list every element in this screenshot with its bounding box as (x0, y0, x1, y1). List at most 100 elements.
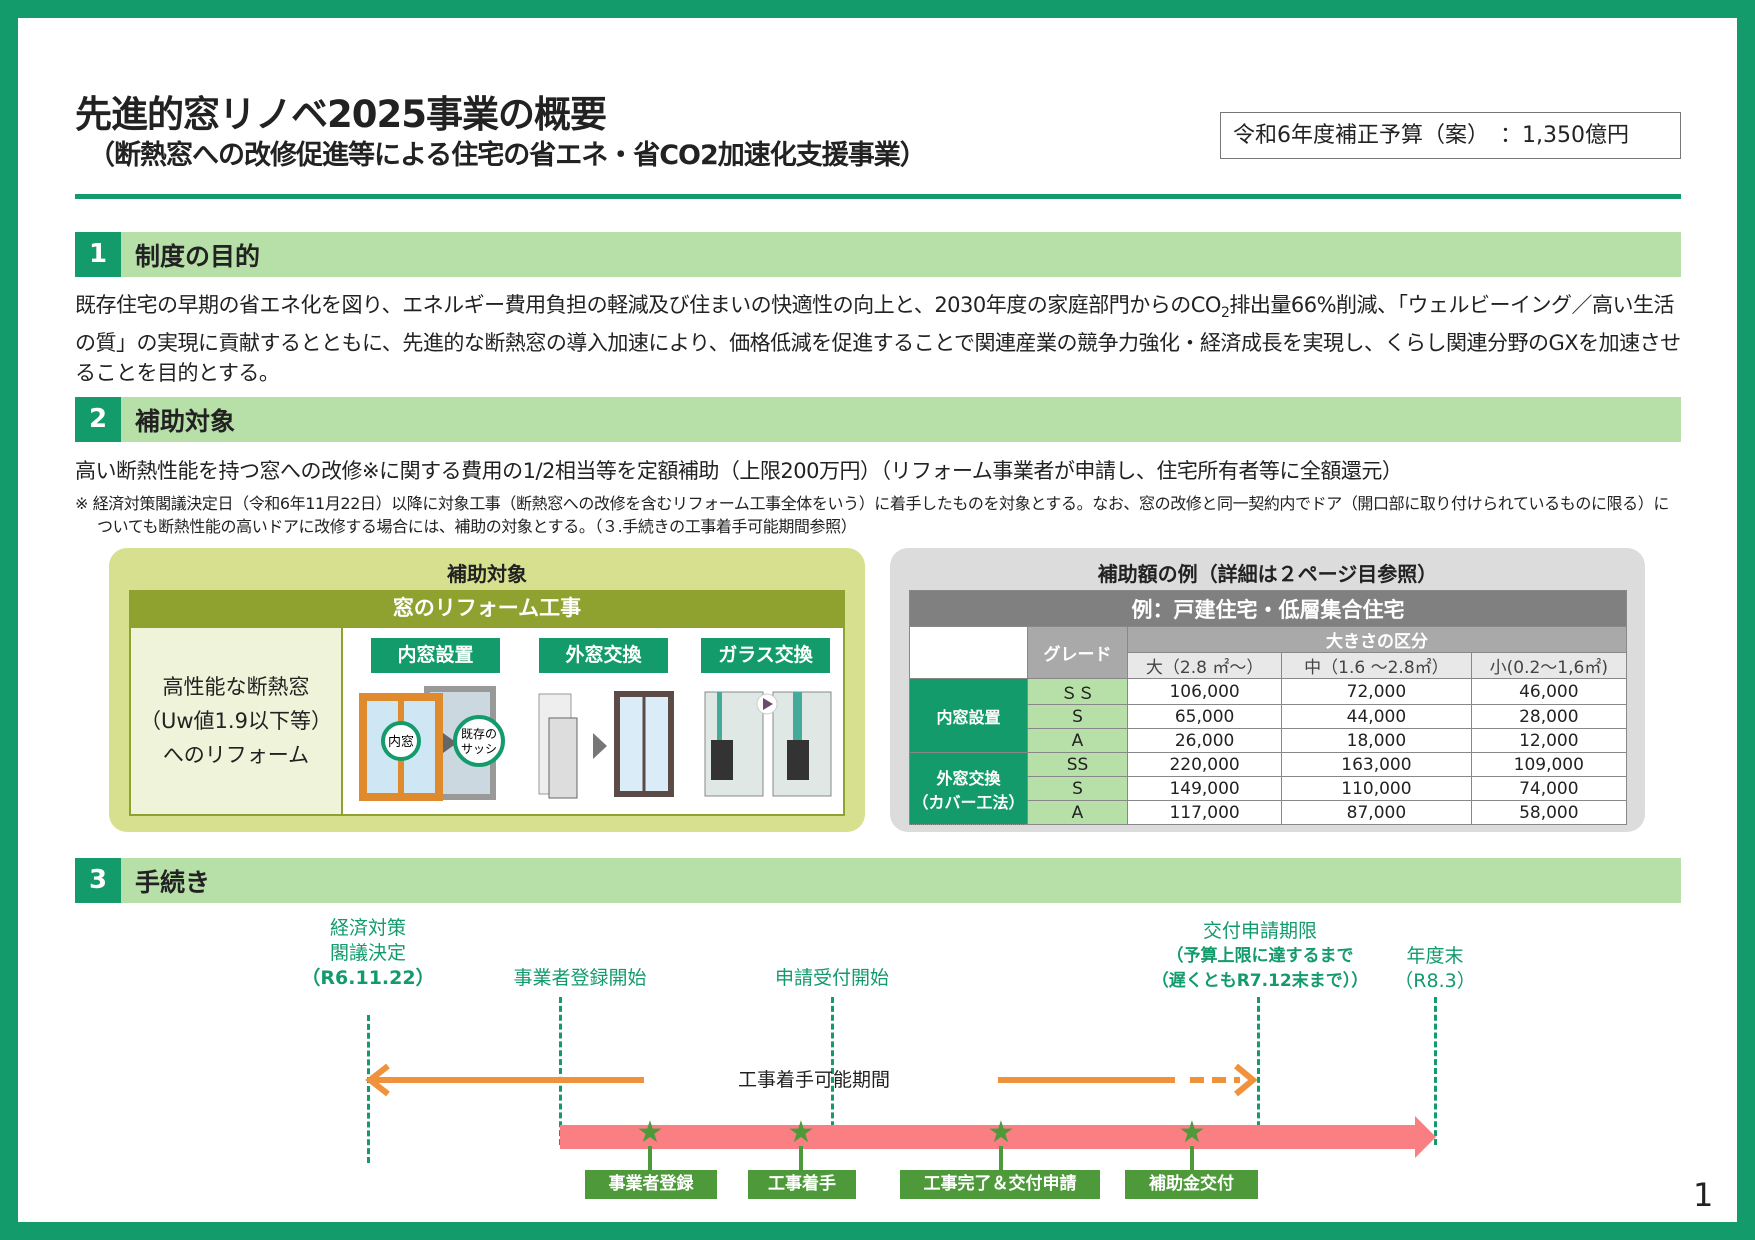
section-label: 制度の目的 (135, 241, 261, 271)
event-registration-start: 事業者登録開始 (513, 967, 647, 989)
event-fiscal-year-end: 年度末 （R8.3） (1385, 944, 1485, 994)
milestone-completion-application: 工事完了＆交付申請 (900, 1170, 1100, 1199)
category-inner-window: 内窓設置 (909, 678, 1028, 753)
desc-line: （Uw値1.9以下等） (140, 709, 332, 733)
category-outer-window: 外窓交換 （カバー工法） (909, 752, 1028, 825)
star-icon: ★ (787, 1115, 815, 1150)
section-number: 2 (75, 397, 121, 442)
panel-bar: 窓のリフォーム工事 (129, 590, 845, 626)
cell: 72,000 (1281, 678, 1472, 705)
cell: 26,000 (1126, 728, 1283, 753)
glass-replacement-illustration (704, 691, 832, 797)
sash-label-1: 既存の (461, 727, 497, 741)
cell: 109,000 (1470, 752, 1628, 777)
section-number: 3 (75, 858, 121, 903)
purpose-subscript: 2 (1220, 305, 1230, 322)
cell: 163,000 (1281, 752, 1472, 777)
subsidy-table: 例：戸建住宅・低層集合住宅 グレード大きさの区分 大（2.8 ㎡～）中（1.6 … (909, 590, 1628, 825)
size-header: 大きさの区分 (1127, 626, 1627, 653)
timeline-marker (367, 1015, 370, 1163)
milestone-connector (1190, 1146, 1194, 1170)
cell: 220,000 (1126, 752, 1283, 777)
star-icon: ★ (1178, 1115, 1206, 1150)
event-line: （R6.11.22） (301, 967, 435, 989)
size-medium: 中（1.6 ～2.8㎡） (1281, 652, 1472, 679)
event-cabinet-decision: 経済対策閣議決定 （R6.11.22） (288, 916, 448, 991)
page-subtitle: （断熱窓への改修促進等による住宅の省エネ・省CO2加速化支援事業） (88, 140, 927, 171)
grade: S (1027, 704, 1128, 729)
subsidy-note: ※ 経済対策閣議決定日（令和6年11月22日）以降に対象工事（断熱窓への改修を含… (75, 494, 1669, 536)
page-number: 1 (1693, 1176, 1714, 1214)
grade-header: グレード (1027, 626, 1128, 679)
cell: 46,000 (1470, 678, 1628, 705)
timeline-marker (1434, 997, 1437, 1145)
subsidy-summary: 高い断熱性能を持つ窓への改修※に関する費用の1/2相当等を定額補助（上限200万… (75, 459, 1403, 483)
milestone-registration: 事業者登録 (585, 1170, 717, 1199)
event-line: 経済対策 (329, 917, 406, 939)
event-application-start: 申請受付開始 (774, 967, 889, 989)
cell: 12,000 (1470, 728, 1628, 753)
cell: 87,000 (1281, 800, 1472, 825)
subsidy-amount-panel: 補助額の例（詳細は２ページ目参照） 例：戸建住宅・低層集合住宅 グレード大きさの… (890, 548, 1645, 832)
cell: 149,000 (1126, 776, 1283, 801)
construction-period-arrows (365, 1063, 1258, 1097)
milestone-connector (999, 1146, 1003, 1170)
section-label: 補助対象 (135, 406, 236, 436)
timeline-arrow (560, 1116, 1436, 1158)
timeline-marker (1257, 997, 1260, 1145)
page-title: 先進的窓リノベ2025事業の概要 (75, 93, 607, 136)
table-title: 例：戸建住宅・低層集合住宅 (909, 590, 1627, 627)
budget-box: 令和6年度補正予算（案） ：1,350億円 (1220, 112, 1681, 159)
grade: A (1027, 728, 1128, 753)
cell: 65,000 (1126, 704, 1283, 729)
desc-line: 高性能な断熱窓 (162, 675, 310, 699)
milestone-connector (799, 1146, 803, 1170)
cell: 28,000 (1470, 704, 1628, 729)
tag-outer-window: 外窓交換 (539, 638, 668, 673)
cell: 74,000 (1470, 776, 1628, 801)
section-number: 1 (75, 232, 121, 277)
size-large: 大（2.8 ㎡～） (1126, 652, 1283, 679)
event-line: 閣議決定 (329, 942, 406, 964)
tag-inner-window: 内窓設置 (371, 638, 500, 673)
milestone-construction-start: 工事着手 (748, 1170, 856, 1199)
milestone-subsidy-payment: 補助金交付 (1125, 1170, 1258, 1199)
title-divider (75, 194, 1681, 199)
panel-title: 補助対象 (447, 562, 527, 586)
tag-glass: ガラス交換 (701, 638, 830, 673)
purpose-text-a: 既存住宅の早期の省エネ化を図り、エネルギー費用負担の軽減及び住まいの快適性の向上… (75, 293, 1221, 317)
target-description: 高性能な断熱窓 （Uw値1.9以下等） へのリフォーム (131, 628, 343, 814)
subsidy-target-panel: 補助対象 窓のリフォーム工事 高性能な断熱窓 （Uw値1.9以下等） へのリフォ… (109, 548, 865, 832)
inner-window-illustration: 内窓 既存の サッシ (359, 686, 505, 801)
size-small: 小(0.2～1,6㎡) (1470, 652, 1628, 679)
section-2-header: 2 補助対象 (75, 397, 1681, 442)
grade: S (1027, 776, 1128, 801)
sash-label-2: サッシ (461, 742, 497, 756)
category-method: （カバー工法） (912, 792, 1025, 812)
cell: 44,000 (1281, 704, 1472, 729)
method-illustrations: 内窓設置 外窓交換 ガラス交換 内窓 既存の サッシ (343, 628, 843, 814)
cell: 110,000 (1281, 776, 1472, 801)
outer-window-illustration (538, 691, 674, 799)
section-label: 手続き (135, 867, 211, 897)
cell: 58,000 (1470, 800, 1628, 825)
grade: A (1027, 800, 1128, 825)
inner-label: 内窓 (388, 734, 414, 750)
star-icon: ★ (636, 1115, 664, 1150)
purpose-text: 既存住宅の早期の省エネ化を図り、エネルギー費用負担の軽減及び住まいの快適性の向上… (75, 290, 1681, 388)
event-application-deadline: 交付申請期限（予算上限に達するまで（遅くともR7.12末まで）） (1140, 919, 1380, 994)
cell: 18,000 (1281, 728, 1472, 753)
purpose-text-b: 排出量66%削減、「ウェルビーイング／高い生活の質」の実現に貢献するとともに、先… (75, 293, 1681, 386)
event-line: （R8.3） (1394, 970, 1476, 992)
milestone-connector (648, 1146, 652, 1170)
section-1-header: 1 制度の目的 (75, 232, 1681, 277)
panel-title: 補助額の例（詳細は２ページ目参照） (1097, 562, 1438, 586)
section-3-header: 3 手続き (75, 858, 1681, 903)
category-name: 外窓交換 (936, 768, 1001, 788)
grade: ＳＳ (1027, 678, 1128, 705)
construction-period-label: 工事着手可能期間 (738, 1069, 891, 1091)
cell: 117,000 (1126, 800, 1283, 825)
event-line: 交付申請期限 (1202, 920, 1317, 942)
event-line: 年度末 (1406, 945, 1464, 967)
